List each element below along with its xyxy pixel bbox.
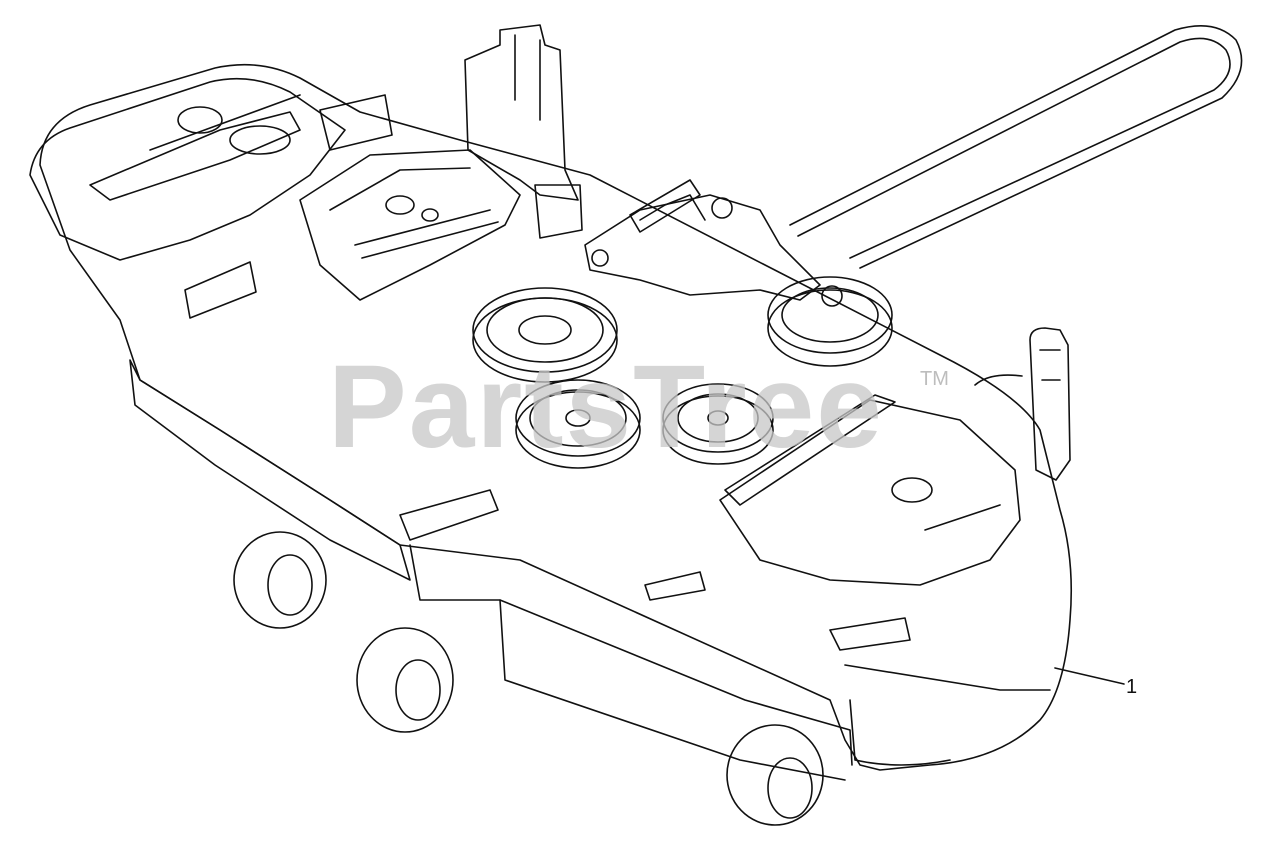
front-bracket xyxy=(1029,327,1071,481)
gauge-wheel-rear-left xyxy=(233,531,327,629)
partstree-watermark: PartsTree xyxy=(328,341,884,473)
warning-decal-front xyxy=(399,489,499,541)
drive-belt xyxy=(789,24,1243,269)
callout-leader-1 xyxy=(1054,667,1125,685)
idler-pulley xyxy=(767,276,893,367)
gauge-wheel-front-left xyxy=(356,627,454,733)
warning-decal-right xyxy=(829,617,911,651)
warning-decal-left xyxy=(184,261,257,319)
gauge-wheel-front-right xyxy=(726,724,824,826)
callout-label-1[interactable]: 1 xyxy=(1126,676,1138,698)
spring-wire xyxy=(974,374,1023,386)
left-belt-cover xyxy=(29,77,393,261)
right-belt-cover xyxy=(719,394,1021,586)
trademark-symbol: TM xyxy=(920,368,949,390)
rear-bracket xyxy=(464,24,583,239)
idler-arm-assembly xyxy=(584,179,843,307)
deck-shell xyxy=(39,63,1073,781)
pulley-center xyxy=(515,379,641,469)
pulley-right xyxy=(662,383,774,465)
warning-decal-skirt xyxy=(644,571,706,601)
center-spindle-cover xyxy=(299,149,521,301)
pulley-left xyxy=(472,287,618,383)
